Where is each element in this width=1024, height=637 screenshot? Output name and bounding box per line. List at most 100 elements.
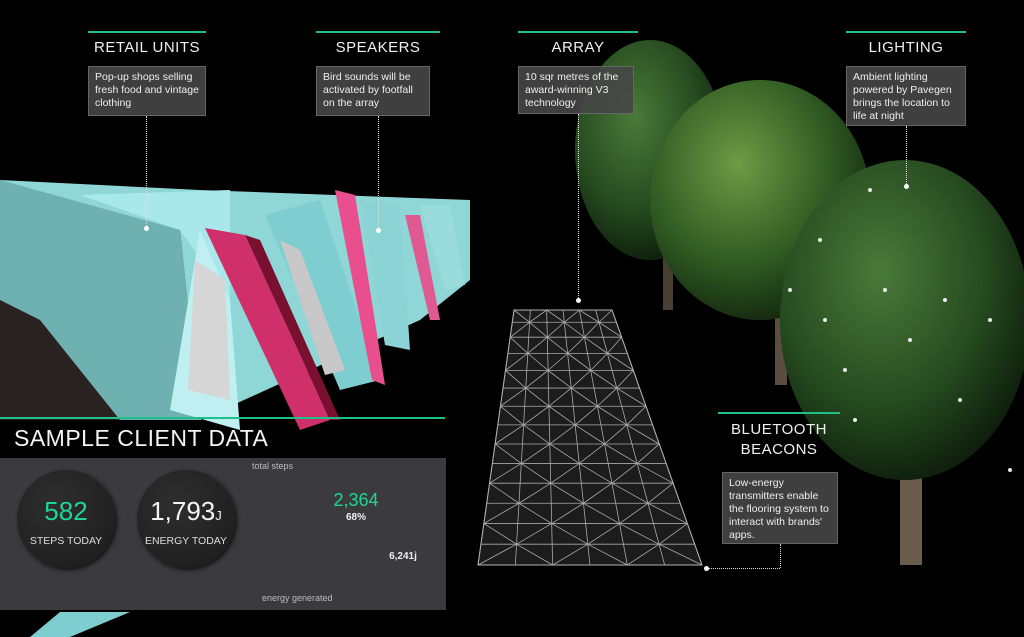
array-grid-line: [547, 370, 572, 389]
array-marker: [576, 298, 581, 303]
array-grid-line: [551, 502, 584, 524]
array-grid-line: [570, 370, 591, 389]
steps-today-stat: 582 STEPS TODAY: [17, 470, 115, 568]
array-grid-line: [574, 405, 598, 426]
array-grid-line: [500, 405, 524, 426]
array-grid-line: [547, 336, 568, 354]
array-grid-line: [616, 387, 647, 407]
array-grid-line: [619, 502, 649, 524]
array-grid-line: [598, 321, 622, 338]
array-grid-line: [607, 353, 634, 371]
array-grid-line: [509, 336, 529, 354]
array-grid-line: [597, 387, 618, 407]
array-grid-line: [516, 523, 552, 545]
energy-today-label: ENERGY TODAY: [144, 535, 228, 547]
array-grid-line: [527, 336, 548, 354]
array-grid-line: [647, 502, 688, 524]
speakers-marker: [376, 228, 381, 233]
array-grid-line: [619, 523, 660, 545]
array-grid-line: [584, 336, 608, 354]
array-grid-line: [489, 482, 520, 504]
array-grid-line: [590, 370, 618, 389]
bluetooth-marker: [704, 566, 709, 571]
array-grid-line: [549, 424, 576, 445]
array-grid-line: [525, 370, 549, 389]
array-grid-line: [611, 463, 638, 484]
callout-lighting-text: Ambient lighting powered by Pavegen brin…: [846, 66, 966, 126]
array-grid-line: [626, 424, 660, 445]
array-grid-line: [523, 405, 550, 426]
array-grid-line: [597, 405, 627, 426]
array-grid-line: [658, 523, 688, 545]
array-grid-line: [514, 309, 531, 566]
array-grid-line: [513, 309, 530, 323]
steps-today-value: 582: [44, 496, 88, 526]
array-grid-line: [549, 443, 580, 464]
total-steps-percent: 68%: [345, 512, 366, 523]
array-grid-line: [527, 353, 549, 371]
array-grid-line: [546, 309, 554, 566]
speakers-leader-line: [378, 116, 379, 230]
energy-generated-value: 6,241j: [389, 551, 417, 562]
array-grid-line: [509, 321, 530, 338]
array-grid-line: [587, 523, 620, 545]
section-divider: [0, 417, 445, 419]
array-grid-line: [562, 309, 591, 566]
callout-lighting-title: LIGHTING: [846, 31, 966, 56]
array-grid-line: [590, 353, 608, 371]
array-grid-line: [567, 336, 585, 354]
array-grid-line: [584, 321, 600, 338]
array-grid-line: [550, 463, 580, 484]
array-grid-line: [564, 309, 580, 323]
array-grid-line: [604, 424, 628, 445]
array-grid-line: [658, 543, 703, 566]
bluetooth-leader-horizontal: [708, 568, 780, 569]
array-grid-line: [521, 443, 551, 464]
array-grid-line: [529, 309, 547, 323]
array-grid-line: [477, 543, 517, 566]
callout-retail-title: RETAIL UNITS: [88, 31, 206, 56]
array-grid-line: [578, 309, 628, 566]
lighting-leader-line: [906, 126, 907, 186]
retail-leader-line: [146, 116, 147, 228]
energy-today-value: 1,793: [150, 496, 216, 526]
energy-today-stat: 1,793J ENERGY TODAY: [137, 470, 235, 568]
array-grid-line: [548, 387, 572, 407]
bluetooth-leader-line: [780, 544, 781, 568]
array-grid-line: [546, 309, 565, 323]
callout-array-text: 10 sqr metres of the award-winning V3 te…: [518, 66, 634, 114]
array-grid-line: [636, 463, 674, 484]
array-grid-line: [477, 309, 515, 566]
array-grid-line: [547, 353, 568, 371]
array-grid-line: [583, 502, 620, 524]
array-grid-line: [494, 424, 524, 445]
array-grid-line: [525, 387, 550, 407]
array-grid-line: [516, 543, 553, 566]
array-grid-line: [548, 405, 576, 426]
callout-retail-text: Pop-up shops selling fresh food and vint…: [88, 66, 206, 116]
callout-bluetooth-text: Low-energy transmitters enable the floor…: [722, 472, 838, 544]
array-grid-line: [636, 443, 660, 464]
total-steps-value: 2,364: [333, 490, 379, 510]
array-grid-line: [616, 370, 634, 389]
array-grid-line: [604, 443, 638, 464]
lighting-marker: [904, 184, 909, 189]
array-grid-line: [587, 543, 628, 566]
array-grid-line: [550, 482, 584, 504]
array-grid-line: [494, 443, 522, 464]
array-grid-line: [647, 482, 674, 504]
callout-speakers-title: SPEAKERS: [316, 31, 440, 56]
steps-today-label: STEPS TODAY: [29, 535, 103, 547]
array-grid-line: [489, 463, 522, 484]
retail-marker: [144, 226, 149, 231]
array-grid-line: [611, 482, 649, 504]
array-grid-line: [500, 387, 526, 407]
array-grid-line: [598, 309, 613, 323]
section-title: SAMPLE CLIENT DATA: [14, 425, 269, 451]
callout-bluetooth-title: BLUETOOTH BEACONS: [718, 412, 840, 460]
array-grid-line: [523, 424, 551, 445]
array-grid-line: [483, 523, 517, 545]
array-grid-line: [529, 321, 548, 338]
floor-array: [477, 309, 703, 566]
array-grid-line: [611, 309, 703, 566]
